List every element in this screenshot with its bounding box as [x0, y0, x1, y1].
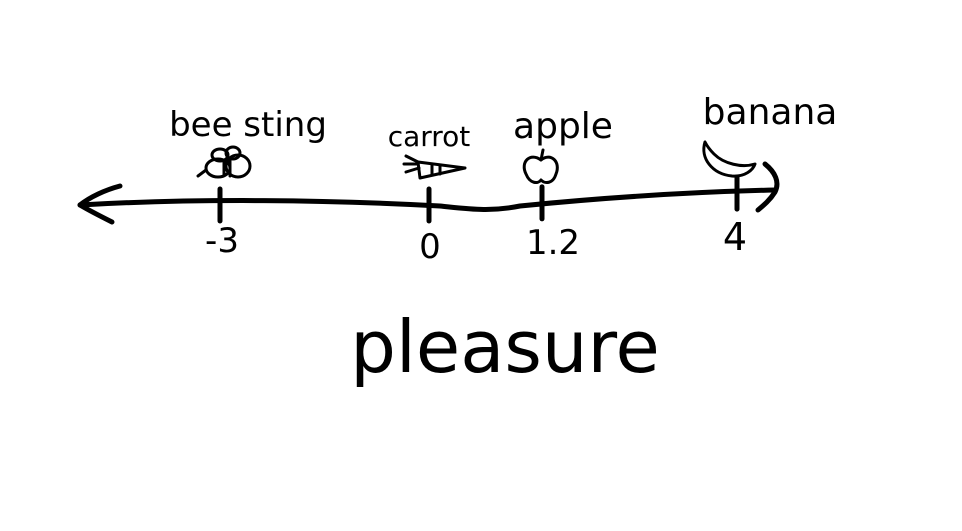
apple-icon — [522, 148, 559, 184]
left-arrowhead — [77, 183, 123, 225]
carrot-icon — [402, 154, 467, 180]
banana-icon — [702, 140, 757, 178]
tick-label-neg3: -3 — [205, 221, 239, 261]
tick-label-0: 0 — [419, 227, 441, 267]
tick-marks — [217, 174, 740, 224]
tick-label-1-2: 1.2 — [526, 223, 580, 263]
axis-label: pleasure — [350, 305, 660, 389]
item-label-bee-sting: bee sting — [169, 105, 327, 145]
item-label-carrot: carrot — [388, 120, 471, 153]
tick-label-4: 4 — [723, 215, 747, 259]
right-arrowhead — [755, 161, 780, 213]
bee-icon — [196, 145, 252, 179]
item-label-banana: banana — [703, 92, 838, 133]
item-label-apple: apple — [513, 106, 613, 147]
